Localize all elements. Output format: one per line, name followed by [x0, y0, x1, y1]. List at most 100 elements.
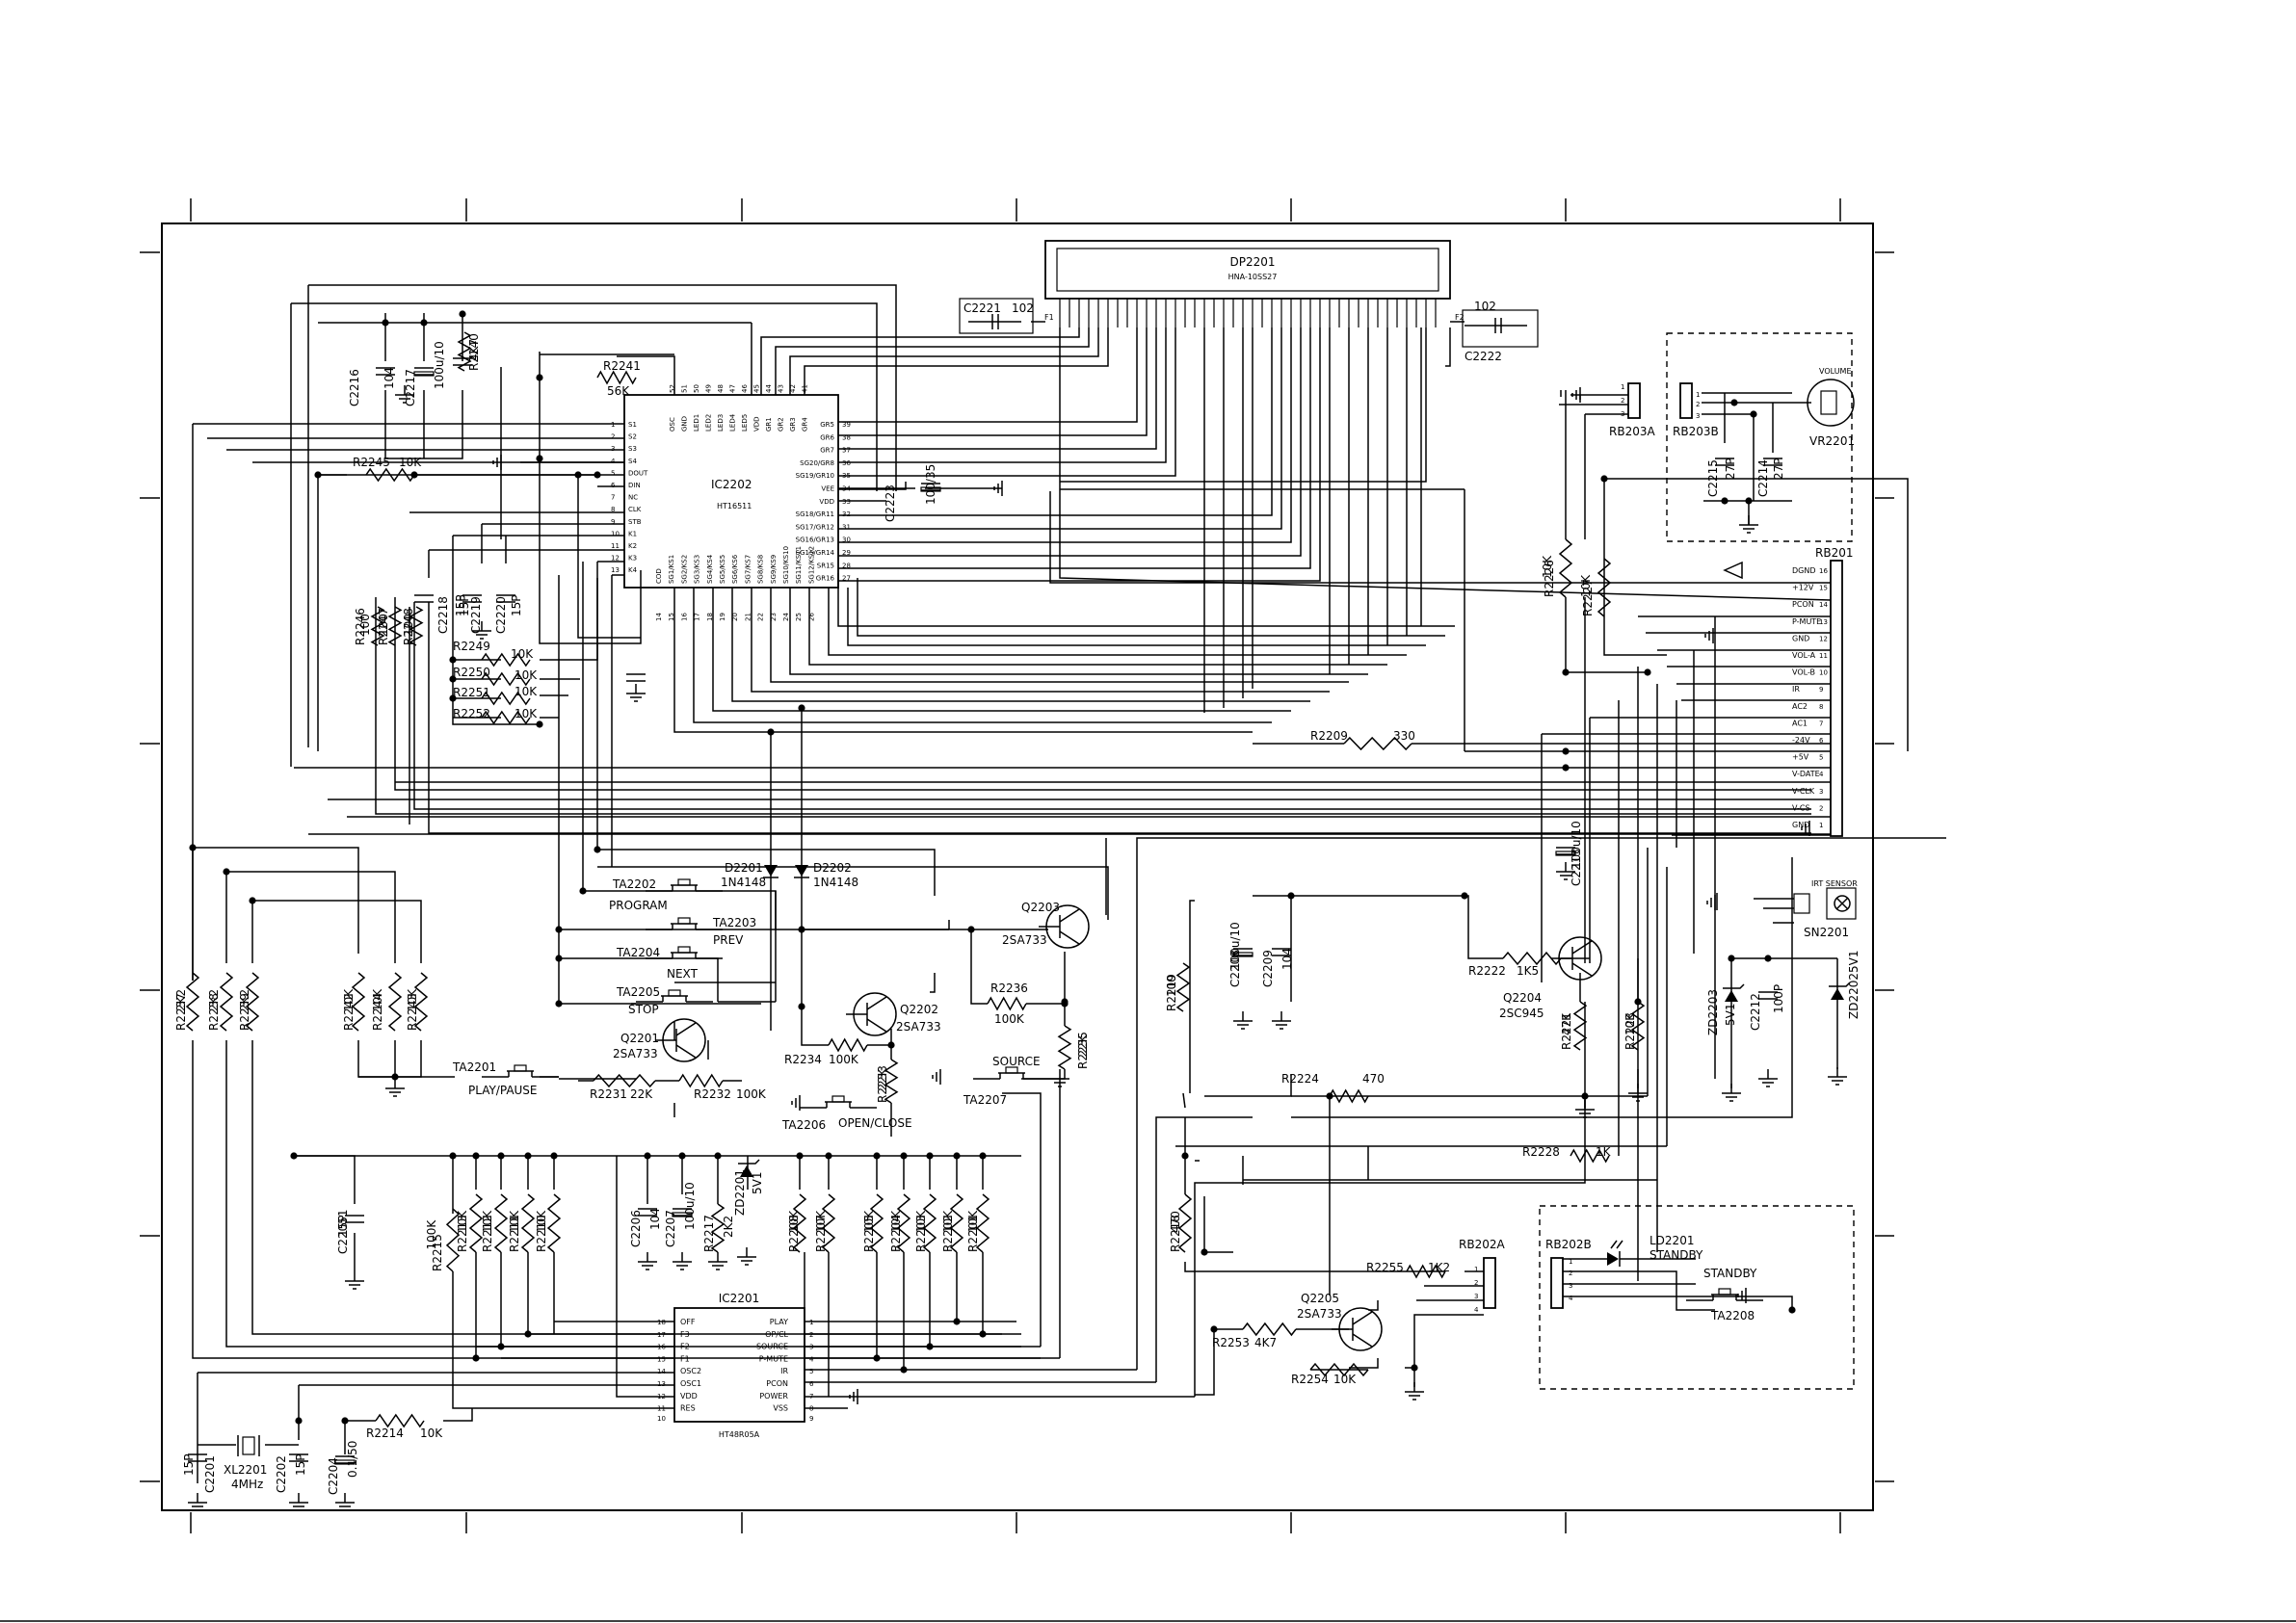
- ground-icon: [993, 481, 1003, 496]
- resistor-r2247-value: 100: [377, 614, 390, 636]
- display-part: HNA-10SS27: [1228, 273, 1278, 281]
- ic2202-pin-label: SG1/KS1: [668, 555, 675, 584]
- ic2202-pin-label: SG7/KS7: [744, 555, 752, 584]
- rb201-pin-number: 11: [1819, 652, 1828, 660]
- ic2202-pin-number: 15: [668, 613, 675, 621]
- capacitor-c2201-ref: C2201: [203, 1455, 217, 1493]
- resistor-r2253-value: 4K7: [1254, 1336, 1277, 1349]
- svg-text:ZD2202: ZD2202: [1847, 973, 1861, 1019]
- capacitor-c2201-value: 15P: [182, 1453, 196, 1476]
- svg-text:4: 4: [1569, 1295, 1573, 1302]
- potentiometer-vr2201: VOLUME VR2201: [1807, 367, 1855, 448]
- resistor-r2236-ref: R2236: [990, 982, 1028, 995]
- resistor-r2253-ref: R2253: [1212, 1336, 1250, 1349]
- capacitor-c2215-ref: C2215: [1706, 459, 1720, 497]
- capacitor-c2223-value: 100/35: [924, 464, 937, 505]
- display-ref: DP2201: [1229, 255, 1275, 269]
- resistor-r2215-value: 100K: [425, 1219, 438, 1250]
- ic2202-pin-number: 37: [842, 447, 851, 455]
- ground-icon: [289, 1493, 308, 1511]
- ic2201-pin-number: 1: [809, 1319, 813, 1326]
- ground-icon: [1405, 1382, 1424, 1400]
- resistor-r2251-ref: R2251: [453, 686, 490, 699]
- switches: TA2202PROGRAMTA2203PREVTA2204NEXTTA2205S…: [452, 877, 1763, 1322]
- capacitor-c2216-value: 104: [383, 367, 396, 389]
- ic2202-pin-label: SG5/KS5: [719, 555, 726, 584]
- rb201-pin-label: +12V: [1792, 584, 1814, 592]
- rb201-pin-label: IR: [1792, 685, 1800, 694]
- rb201-ref: RB201: [1815, 546, 1853, 560]
- ic2202-pin-number: 5: [611, 469, 615, 477]
- junction: [1061, 998, 1069, 1006]
- ic2202-pin-number: 2: [611, 433, 615, 441]
- capacitor-c2221: C2221 102: [959, 298, 1034, 334]
- transistor-q2202-type: 2SA733: [896, 1020, 941, 1034]
- resistor-r2248: [409, 606, 424, 646]
- ic2202-pin-number: 19: [719, 613, 726, 621]
- capacitor-c2208-ref: C2208: [1228, 950, 1242, 987]
- resistor-r2235-value: 22K: [1076, 1034, 1090, 1057]
- ic2201-pin-number: 5: [809, 1368, 813, 1375]
- ic2201-pin-number: 10: [657, 1415, 666, 1423]
- svg-text:3: 3: [1621, 410, 1624, 418]
- resistor-r2218: [1177, 1193, 1193, 1253]
- rb201-pin-label: V-CLK: [1792, 787, 1815, 796]
- ic2202-pin-number: 51: [681, 384, 689, 393]
- rb201-pin-number: 14: [1819, 601, 1828, 609]
- resistor-r2217-value: 2K2: [722, 1216, 735, 1238]
- resistor-r2247-ref: R2247: [377, 608, 390, 645]
- ground-icon: [673, 1252, 692, 1270]
- resistor-r2254-ref: R2254: [1291, 1373, 1329, 1386]
- svg-text:VR2201: VR2201: [1809, 434, 1855, 448]
- ic2202-pin-label: GND: [681, 416, 689, 432]
- resistor-r2238: [219, 972, 234, 1032]
- ground-icon: [1704, 628, 1714, 643]
- switch-ta2205-stop-label: STOP: [628, 1003, 659, 1016]
- capacitor-c2208-value: 100u/10: [1228, 922, 1242, 970]
- resistor-r2205: [869, 1193, 884, 1253]
- resistor-r2243-ref: R2243: [406, 993, 419, 1031]
- ic2202-pin-number: 46: [741, 384, 749, 393]
- ground-icon: [1706, 895, 1716, 910]
- resistor-r2238-ref: R2238: [207, 993, 221, 1031]
- capacitor-c2219-value: 15P: [458, 594, 471, 616]
- ic2202-pin-number: 24: [782, 613, 790, 621]
- junction: [979, 1330, 987, 1338]
- resistor-r2252-ref: R2252: [453, 707, 490, 720]
- svg-text:4MHz: 4MHz: [231, 1478, 263, 1491]
- junction: [714, 1152, 722, 1160]
- capacitor-c2201: C2201 15P: [182, 1453, 217, 1493]
- resistor-r2202: [949, 1193, 964, 1253]
- junction: [459, 310, 466, 318]
- ic2202-pin-label: SG11/KS11: [795, 546, 803, 584]
- rb201-pin-label: V-CS: [1792, 803, 1810, 812]
- zener-zd2203: ZD2203 5V1: [1706, 958, 1745, 1088]
- resistor-r2213-value: 10K: [456, 1210, 469, 1233]
- resistor-r2213-ref: R2213: [456, 1215, 469, 1252]
- junction: [796, 1152, 804, 1160]
- resistor-r2224: [1329, 1088, 1369, 1104]
- svg-text:1: 1: [1569, 1258, 1572, 1266]
- resistor-r2239-value: 2K2: [238, 989, 251, 1011]
- ic2202-pin-label: SG17/GR12: [796, 523, 834, 531]
- junction: [341, 1417, 349, 1425]
- rb201-pin-label: GND: [1792, 821, 1809, 829]
- junction: [382, 319, 389, 327]
- ground-icon: [638, 1252, 657, 1270]
- rb201-pin-label: VOL-B: [1792, 668, 1815, 677]
- svg-text:LD2201: LD2201: [1649, 1234, 1694, 1247]
- ground-icon: [395, 385, 414, 404]
- ic2202-pin-number: 47: [729, 384, 737, 393]
- led-ld2201: LD2201 STANDBY: [1561, 1234, 1703, 1267]
- ground-icon: [737, 1247, 756, 1266]
- svg-text:RB203A: RB203A: [1609, 425, 1655, 438]
- ic2202-pin-label: SG4/KS4: [706, 554, 714, 584]
- resistor-r2214: [375, 1413, 425, 1428]
- svg-text:2: 2: [1696, 401, 1700, 408]
- junction: [189, 844, 197, 851]
- ic2202-pin-number: 22: [757, 613, 765, 621]
- ic2202-pin-label: LED2: [705, 414, 713, 432]
- resistor-r2204-value: 10K: [889, 1210, 903, 1233]
